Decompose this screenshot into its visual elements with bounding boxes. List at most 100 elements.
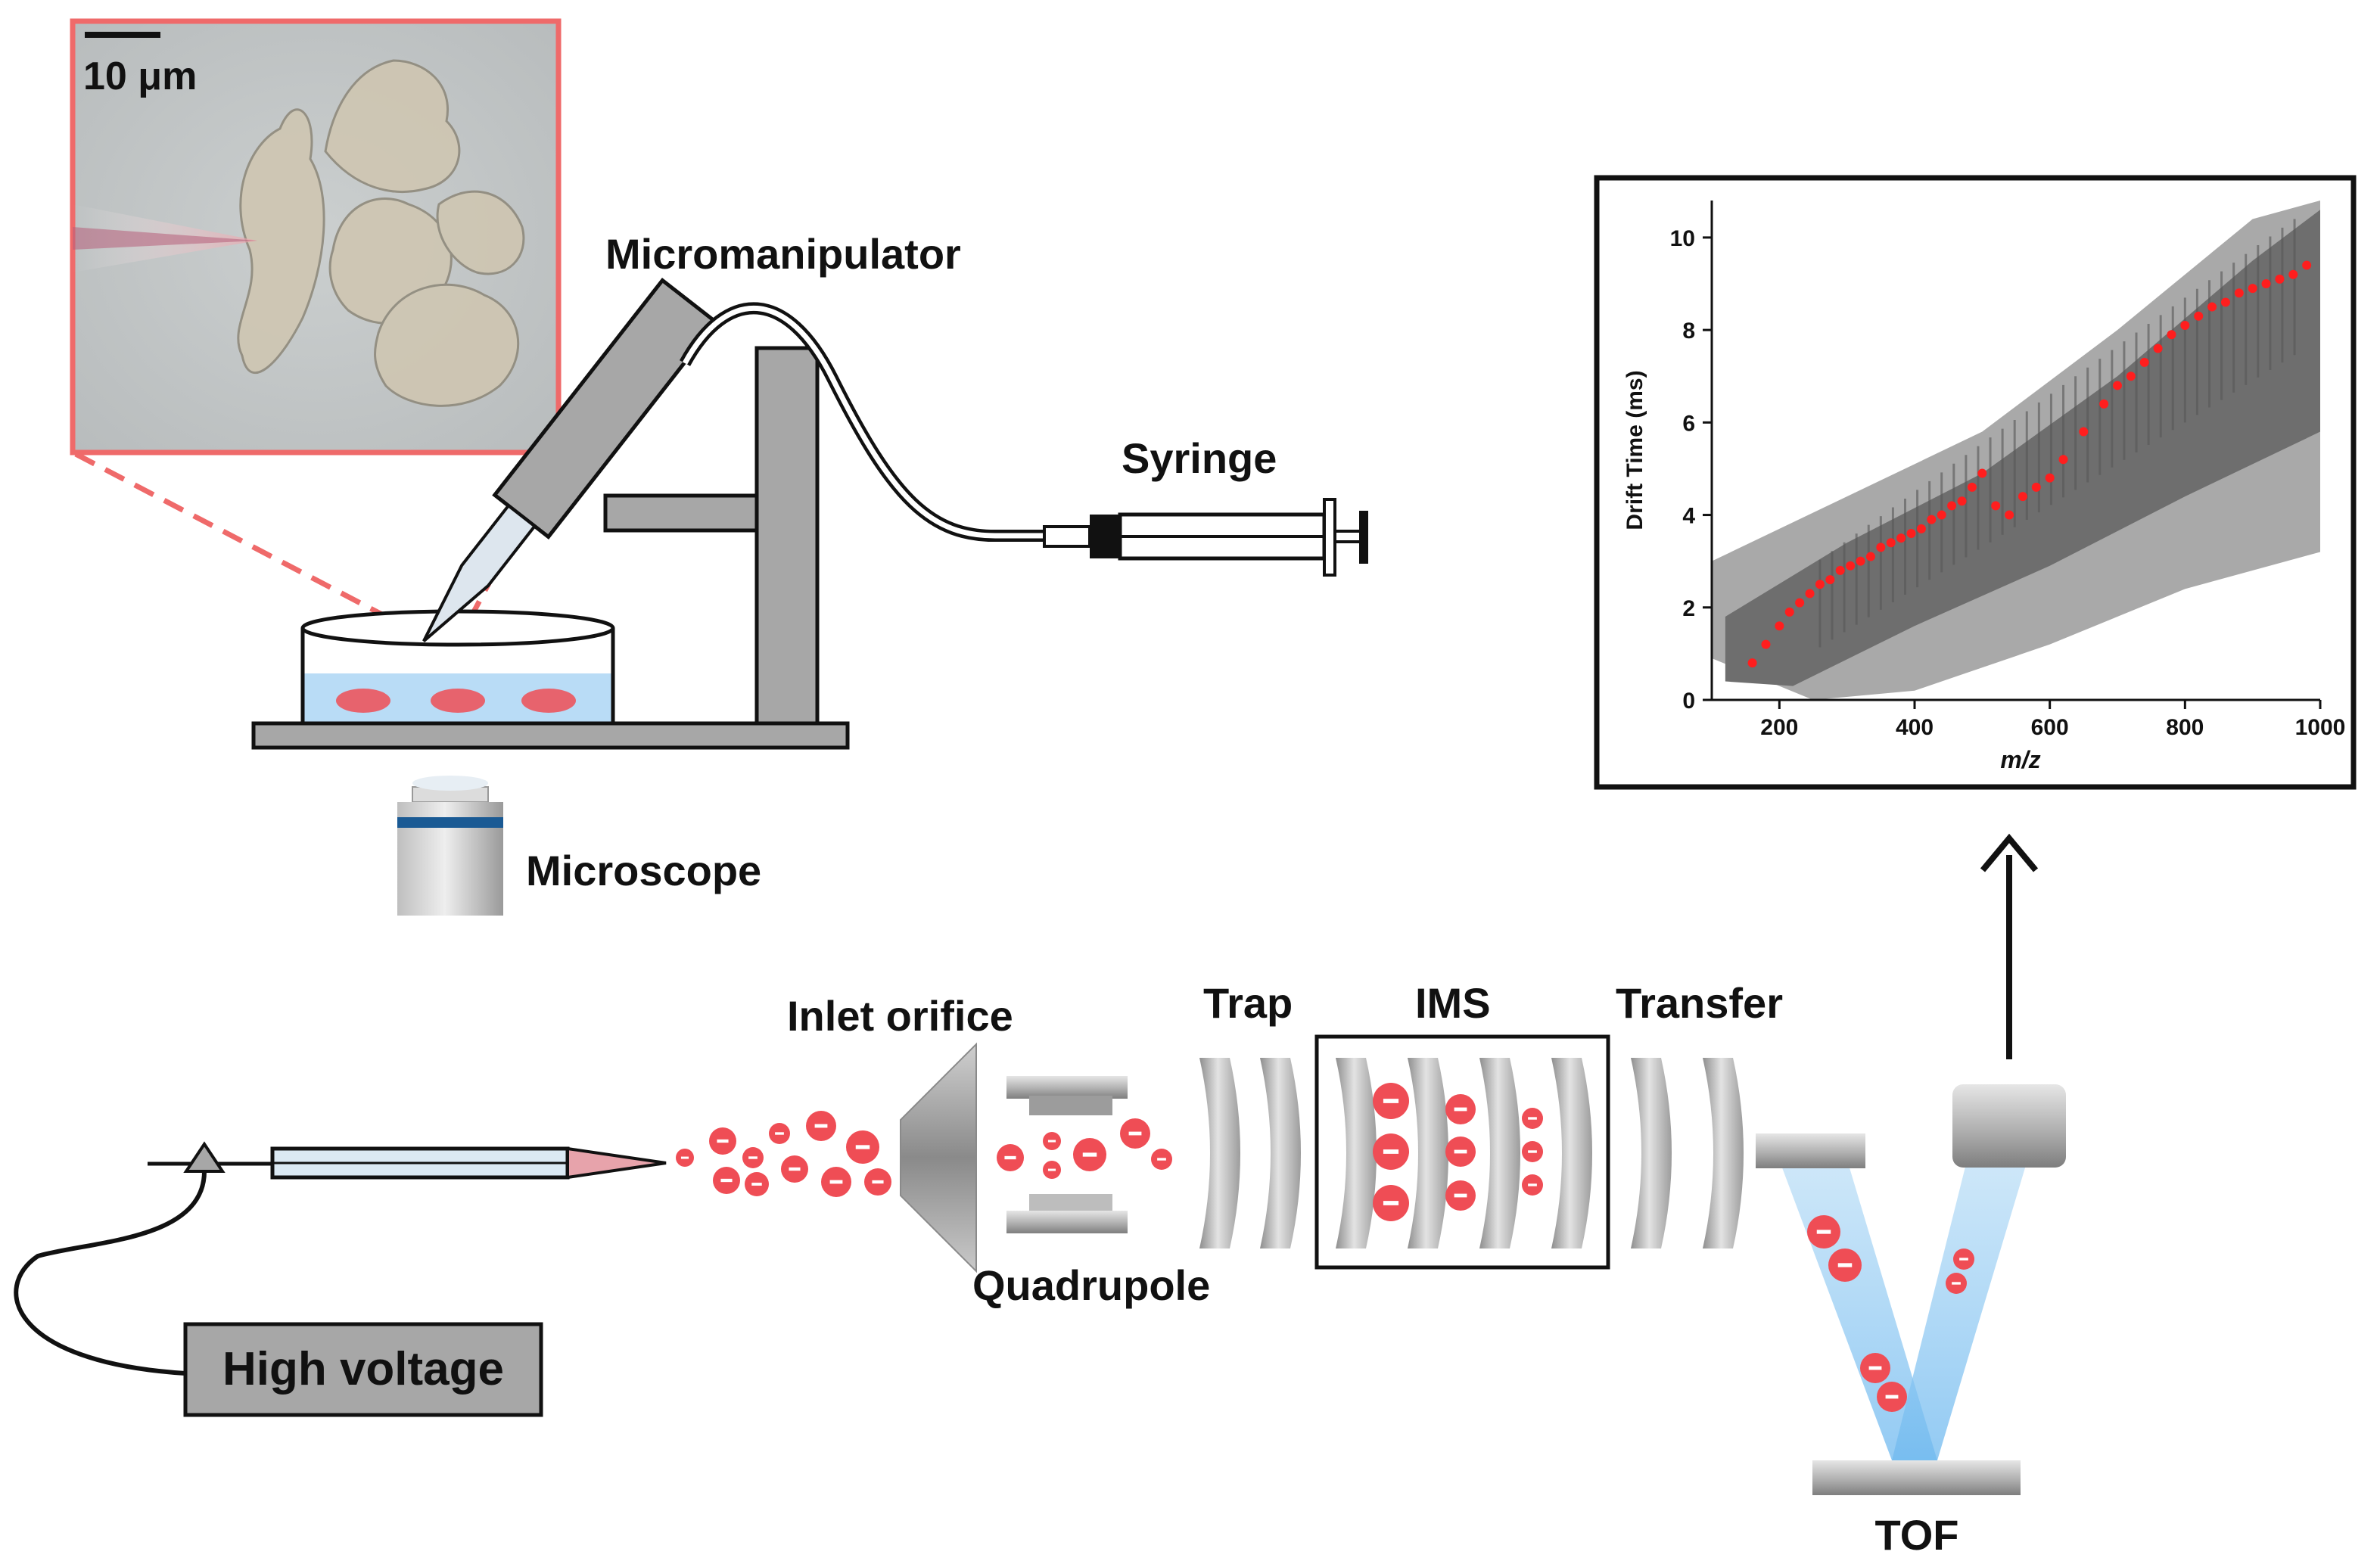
tof-reflectron [1812, 1460, 2021, 1495]
ion-charge-mark [814, 1124, 828, 1128]
ion-charge-mark [872, 1180, 884, 1184]
ion [1073, 1138, 1106, 1171]
ion-charge-mark [1157, 1158, 1166, 1161]
ion [846, 1130, 879, 1164]
trap-label: Trap [1203, 979, 1293, 1027]
x-tick-label: 1000 [2295, 715, 2346, 740]
ion [1522, 1108, 1543, 1129]
data-point [1991, 501, 2001, 511]
ion [1522, 1174, 1543, 1196]
ion [1373, 1185, 1409, 1221]
tof-beam-up [1892, 1158, 2028, 1460]
data-point [2180, 321, 2190, 330]
data-point [1784, 607, 1794, 617]
ion-charge-mark [680, 1156, 689, 1159]
micromanipulator-label: Micromanipulator [605, 230, 961, 278]
tof-analyzer: TOF [1756, 1084, 2066, 1559]
data-point [1835, 565, 1845, 575]
x-tick-label: 400 [1896, 715, 1934, 740]
lens-plate [1703, 1058, 1744, 1248]
microscope-inset: 10 μm [70, 18, 562, 456]
ion [1877, 1382, 1907, 1412]
ion-charge-mark [1959, 1258, 1968, 1261]
ion-charge-mark [1528, 1117, 1537, 1120]
data-point [2220, 297, 2230, 307]
ion [1445, 1180, 1476, 1211]
ion-charge-mark [1383, 1149, 1399, 1154]
ion [745, 1172, 769, 1196]
ion-charge-mark [1004, 1155, 1016, 1160]
ion-charge-mark [1454, 1107, 1467, 1112]
y-tick-label: 4 [1682, 504, 1695, 529]
ion [1860, 1353, 1890, 1383]
tof-pusher [1756, 1133, 1865, 1168]
hv-wire [14, 1171, 207, 1376]
quadrupole-rod [1029, 1096, 1112, 1115]
ion [821, 1167, 851, 1197]
scale-bar [85, 32, 160, 38]
gray-band-inner [1725, 210, 2320, 686]
data-point [2058, 455, 2068, 465]
ims-label: IMS [1415, 979, 1491, 1027]
quadrupole-label: Quadrupole [972, 1261, 1210, 1309]
data-point [1846, 561, 1856, 571]
ims-box [1314, 1034, 1610, 1270]
transfer-label: Transfer [1616, 979, 1783, 1027]
ion-charge-mark [1528, 1150, 1537, 1153]
ion-charge-mark [1047, 1140, 1056, 1143]
glass-capillary [422, 503, 537, 642]
ion-charge-mark [855, 1145, 870, 1149]
data-point [1906, 529, 1916, 538]
syringe-plunger-head [1090, 515, 1120, 558]
lens-plate [1199, 1058, 1240, 1248]
data-point [1937, 510, 1946, 520]
stage-plate [251, 721, 850, 750]
ion [781, 1155, 808, 1183]
data-point [2275, 274, 2285, 284]
high-voltage-label: High voltage [222, 1343, 504, 1395]
inlet-orifice: Inlet orifice [787, 992, 1013, 1273]
data-point [1795, 598, 1805, 608]
ion [1445, 1137, 1476, 1167]
ion [1828, 1248, 1862, 1282]
ion-charge-mark [1047, 1168, 1056, 1171]
ion [676, 1149, 694, 1167]
ion [1807, 1215, 1840, 1248]
ion [1373, 1133, 1409, 1170]
data-point [1927, 515, 1937, 524]
ion [1043, 1161, 1061, 1179]
data-point [1876, 543, 1886, 552]
cells-image [237, 59, 525, 407]
ion [806, 1111, 836, 1141]
zoom-line-left [74, 451, 395, 623]
ion [1445, 1094, 1476, 1124]
ion [713, 1167, 740, 1194]
x-tick-label: 200 [1760, 715, 1798, 740]
ion-charge-mark [751, 1183, 762, 1186]
syringe-tip [1043, 525, 1091, 548]
micromanipulator-setup: Micromanipulator [251, 230, 1044, 750]
data-point [1805, 589, 1815, 599]
data-point [1825, 575, 1835, 585]
ion-charge-mark [1816, 1230, 1831, 1234]
quadrupole: Quadrupole [972, 1076, 1210, 1309]
ion-charge-mark [1383, 1201, 1399, 1205]
lens-plate [1479, 1058, 1520, 1248]
lens-plate [1260, 1058, 1301, 1248]
lens-plate [1336, 1058, 1377, 1248]
manipulator-stand [754, 346, 820, 729]
data-point [2261, 279, 2271, 288]
data-point [1815, 580, 1825, 589]
data-point [1886, 538, 1896, 548]
data-point [1957, 496, 1967, 506]
ion-charge-mark [1082, 1152, 1097, 1157]
data-point [2302, 260, 2312, 270]
quadrupole-rod [1029, 1194, 1112, 1214]
data-point [1775, 621, 1784, 631]
y-tick-label: 8 [1682, 319, 1695, 344]
cell [431, 689, 485, 713]
ion-charge-mark [1383, 1099, 1399, 1103]
